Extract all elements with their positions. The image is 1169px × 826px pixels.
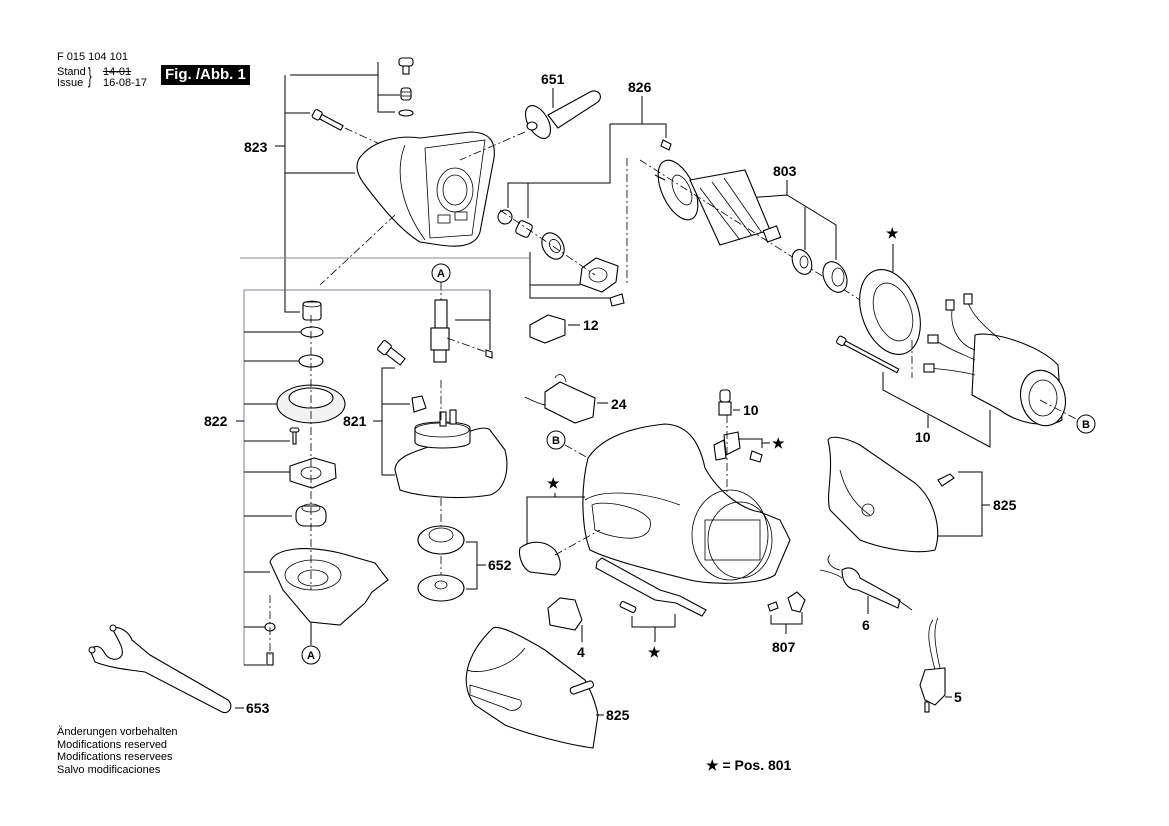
label-803: 803 xyxy=(773,163,797,179)
part-group-12[interactable]: 12 xyxy=(529,314,599,344)
star-legend: ★ = Pos. 801 xyxy=(706,757,791,774)
part-number: F 015 104 101 xyxy=(57,51,128,63)
star-legend-text: = Pos. 801 xyxy=(722,757,792,773)
part-group-652[interactable]: 652 xyxy=(417,498,512,602)
stand-value: 14-01 xyxy=(103,66,132,78)
note-fr: Modifications reservees xyxy=(57,751,173,763)
part-group-821[interactable]: 821 xyxy=(343,340,508,498)
label-5: 5 xyxy=(954,689,962,705)
note-de: Änderungen vorbehalten xyxy=(57,726,178,738)
part-group-motor-housing[interactable]: B ★ xyxy=(518,423,791,584)
part-group-822[interactable]: A 822 xyxy=(204,289,490,666)
label-652: 652 xyxy=(488,557,512,573)
label-822: 822 xyxy=(204,413,228,429)
part-group-802[interactable]: B 10 xyxy=(836,293,1096,448)
part-group-807[interactable]: 807 xyxy=(767,591,806,655)
star-mark: ★ xyxy=(886,225,899,241)
stand-label: Stand xyxy=(57,66,86,78)
star-icon: ★ xyxy=(706,757,719,773)
part-group-24[interactable]: 24 xyxy=(524,374,627,424)
note-es: Salvo modificaciones xyxy=(57,763,161,776)
issue-value: 16-08-17 xyxy=(103,77,148,89)
label-807: 807 xyxy=(772,639,796,655)
part-group-825-bottom[interactable]: 825 xyxy=(465,626,630,749)
label-6: 6 xyxy=(862,617,870,633)
label-12: 12 xyxy=(583,317,599,333)
part-group-6[interactable]: 6 xyxy=(819,554,913,633)
part-group-spindle[interactable]: A xyxy=(430,263,493,363)
star-mark: ★ xyxy=(648,644,661,660)
label-825-bottom: 825 xyxy=(606,707,630,723)
brace-icon: } xyxy=(88,63,92,88)
ref-b-right: B xyxy=(1082,419,1090,431)
label-651: 651 xyxy=(541,71,565,87)
part-group-air-guide[interactable]: ★ xyxy=(849,225,932,363)
part-group-switch-rod[interactable]: ★ xyxy=(595,557,707,660)
part-group-5[interactable]: 5 xyxy=(919,617,962,713)
part-group-651[interactable]: 651 xyxy=(459,71,601,161)
part-group-823[interactable]: 823 xyxy=(244,57,495,290)
star-mark: ★ xyxy=(547,475,560,491)
star-mark: ★ xyxy=(772,435,785,451)
label-653: 653 xyxy=(246,700,270,716)
label-802: 10 xyxy=(915,429,931,445)
part-group-4[interactable]: 4 xyxy=(547,597,585,660)
ref-a-bottom: A xyxy=(307,650,315,662)
issue-label: Issue xyxy=(57,77,84,89)
label-4: 4 xyxy=(577,644,585,660)
ref-b-left: B xyxy=(552,435,560,447)
label-821: 821 xyxy=(343,413,367,429)
part-group-10[interactable]: 10 ★ xyxy=(713,389,785,510)
ref-a-top: A xyxy=(437,268,445,280)
figure-label: Fig. /Abb. 1 xyxy=(161,65,250,85)
label-823: 823 xyxy=(244,139,268,155)
label-10: 10 xyxy=(743,402,759,418)
part-group-826[interactable]: 826 xyxy=(240,79,672,307)
note-en: Modifications reserved xyxy=(57,738,168,751)
part-group-653[interactable]: 653 xyxy=(88,624,270,716)
part-group-825-right[interactable]: 825 xyxy=(827,436,1017,553)
label-826: 826 xyxy=(628,79,652,95)
modifications-notice: Änderungen vorbehalten Modifications res… xyxy=(57,726,177,776)
label-24: 24 xyxy=(611,396,627,412)
part-group-803[interactable]: 803 xyxy=(639,154,861,301)
label-825-right: 825 xyxy=(993,497,1017,513)
